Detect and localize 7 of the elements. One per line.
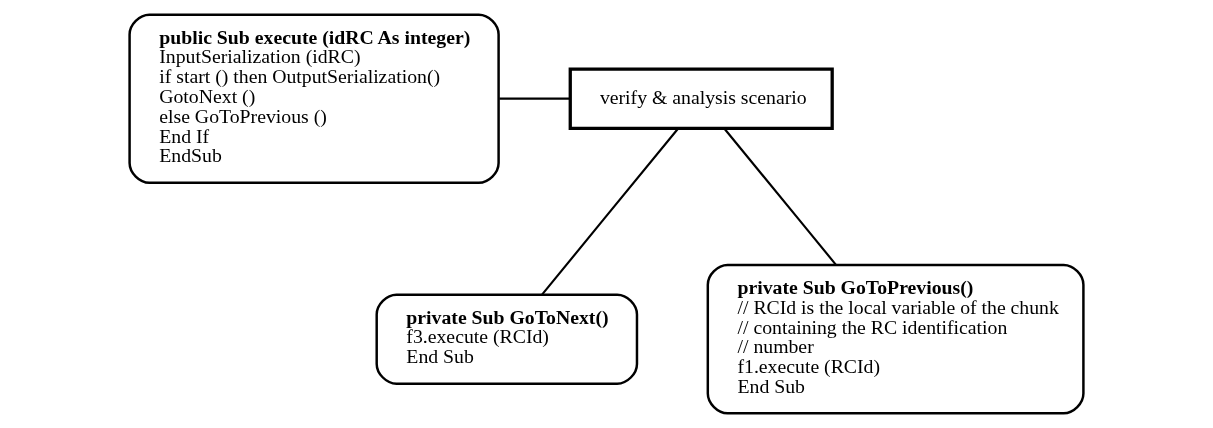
connector xyxy=(499,97,570,100)
node-box: private Sub GoToNext() f3.execute (RCId) End Sub xyxy=(375,293,639,385)
connector xyxy=(723,127,837,266)
node-box: verify & analysis scenario xyxy=(568,67,834,130)
node-box: private Sub GoToPrevious() // RCId is the local variable of the chunk // containing the RC identification // number f1.execute (RCId) End Sub xyxy=(706,263,1085,415)
connector xyxy=(541,127,679,296)
node-box: public Sub execute (idRC As integer) InputSerialization (idRC) if start () then OutputSerialization() GotoNext () else GoToPrevious () End If EndSub xyxy=(128,13,500,184)
